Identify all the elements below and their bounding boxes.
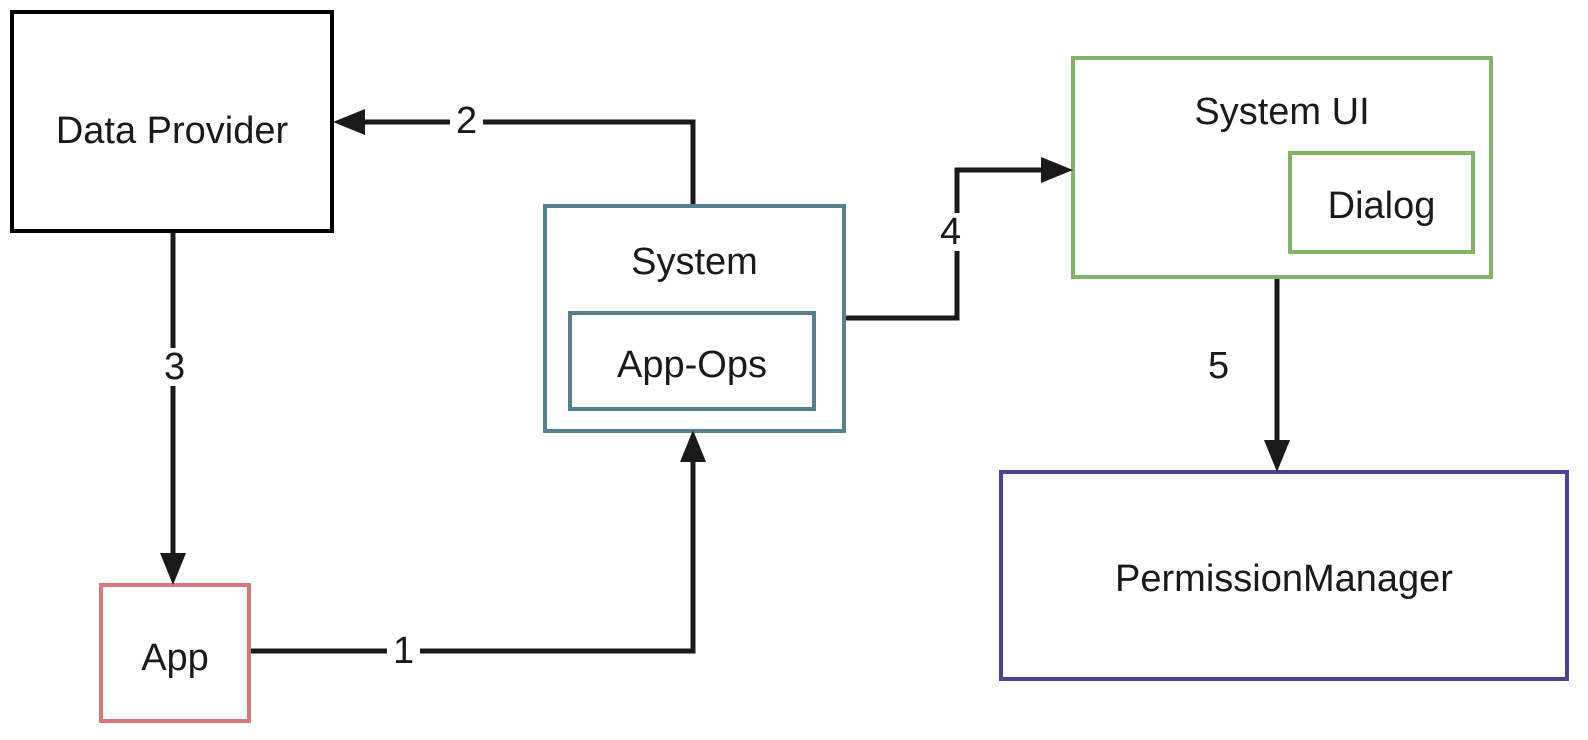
- edge-2-label: 2: [450, 102, 484, 140]
- edge-3-arrow: [160, 233, 186, 585]
- edge-5-arrow: [1264, 279, 1290, 472]
- node-permission-manager[interactable]: PermissionManager: [999, 470, 1569, 681]
- edge-5-label: 5: [1202, 347, 1236, 385]
- edge-3-label: 3: [158, 348, 192, 386]
- edge-2-line: [355, 119, 696, 204]
- edge-3-arrowhead: [160, 553, 186, 585]
- edge-1-line: [251, 452, 696, 654]
- node-app-label: App: [141, 637, 209, 679]
- edge-4-arrowhead: [1041, 157, 1073, 183]
- node-app-ops[interactable]: App-Ops: [568, 311, 816, 411]
- edge-5-arrowhead: [1264, 440, 1290, 472]
- edge-4-label: 4: [934, 213, 968, 251]
- node-permission-manager-label: PermissionManager: [1115, 558, 1453, 600]
- edge-2-arrowhead: [333, 109, 365, 135]
- node-dialog-label: Dialog: [1327, 185, 1436, 227]
- node-system-ui-label: System UI: [1194, 91, 1370, 133]
- node-data-provider-label: Data Provider: [55, 110, 289, 152]
- edge-2-arrow: [333, 109, 696, 204]
- node-app-ops-label: App-Ops: [617, 344, 767, 386]
- edge-1-label: 1: [387, 632, 421, 670]
- node-data-provider[interactable]: Data Provider: [10, 10, 334, 233]
- node-dialog[interactable]: Dialog: [1288, 151, 1475, 254]
- node-system-label: System: [631, 241, 758, 283]
- node-app[interactable]: App: [99, 583, 251, 723]
- edge-1-arrowhead: [680, 430, 706, 462]
- edge-1-arrow: [251, 430, 706, 654]
